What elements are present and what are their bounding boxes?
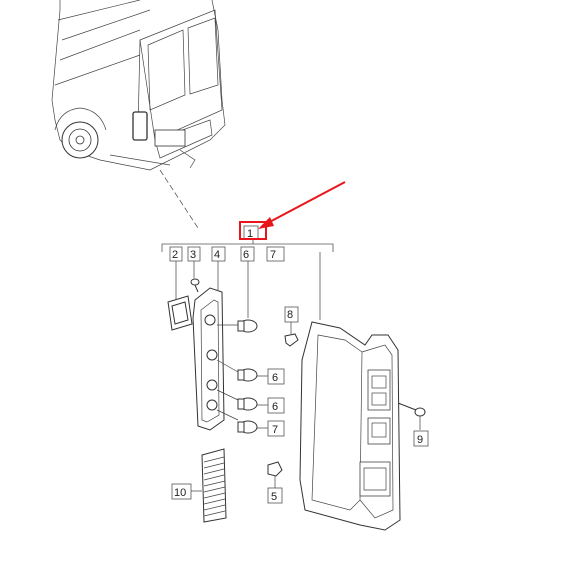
seal-strip-part-10	[201, 448, 227, 523]
svg-text:4: 4	[214, 249, 220, 261]
callout-2[interactable]: 2	[169, 246, 183, 262]
bulb-icon	[237, 397, 258, 411]
svg-text:1: 1	[247, 228, 253, 240]
svg-text:3: 3	[190, 249, 196, 261]
callout-7-lower[interactable]: 7	[267, 420, 285, 437]
svg-text:6: 6	[243, 249, 249, 261]
license-plate-icon	[154, 129, 186, 147]
callout-6-lower[interactable]: 6	[267, 397, 285, 414]
svg-text:7: 7	[270, 249, 276, 261]
bulb-icon	[237, 319, 258, 333]
gasket-part-2	[167, 295, 193, 331]
svg-text:9: 9	[417, 434, 423, 446]
callout-6-middle[interactable]: 6	[267, 368, 285, 385]
callout-5[interactable]: 5	[267, 487, 283, 504]
callout-4[interactable]: 4	[211, 246, 226, 262]
callout-6-top[interactable]: 6	[240, 246, 255, 262]
bulb-icon	[237, 420, 258, 434]
nut-part-5	[267, 461, 283, 477]
rear-light-icon	[132, 111, 148, 141]
svg-text:6: 6	[272, 401, 278, 413]
screw-part-9	[397, 402, 426, 417]
svg-text:6: 6	[272, 372, 278, 384]
callout-10[interactable]: 10	[171, 483, 192, 500]
callout-9[interactable]: 9	[413, 430, 429, 447]
bulb-holder-part-4	[192, 287, 239, 431]
callout-7-top[interactable]: 7	[266, 246, 285, 262]
assembly-bracket	[161, 243, 334, 252]
callout-1-highlight	[239, 221, 267, 240]
svg-text:2: 2	[172, 249, 178, 261]
clip-icon	[284, 333, 299, 347]
svg-text:5: 5	[271, 491, 277, 503]
svg-text:7: 7	[272, 424, 278, 436]
callout-3[interactable]: 3	[187, 246, 201, 262]
svg-text:8: 8	[287, 309, 293, 321]
clip-part-8[interactable]: 8	[284, 306, 299, 323]
svg-text:10: 10	[174, 487, 186, 499]
pointer-arrow	[258, 181, 346, 229]
van-illustration	[51, 0, 226, 229]
tail-light-housing	[299, 321, 401, 531]
bulb-icon	[237, 368, 258, 382]
callout-1[interactable]: 1	[243, 225, 259, 240]
screw-part-3	[190, 278, 200, 293]
